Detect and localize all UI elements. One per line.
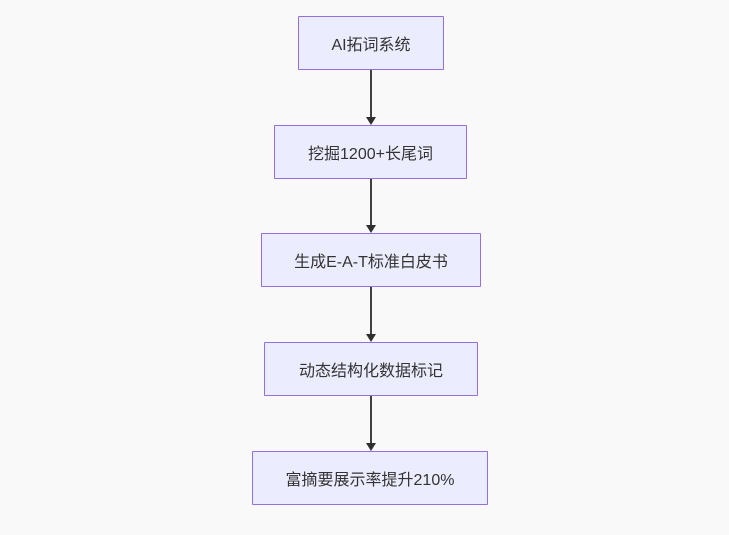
edge-n2-n3 xyxy=(366,179,376,233)
arrowhead-down-icon xyxy=(366,443,376,451)
arrowhead-down-icon xyxy=(366,117,376,125)
arrowhead-down-icon xyxy=(366,334,376,342)
node-label: 生成E-A-T标准白皮书 xyxy=(294,254,448,271)
node-label: 富摘要展示率提升210% xyxy=(285,472,455,489)
node-label: 挖掘1200+长尾词 xyxy=(308,146,433,163)
node-label: 动态结构化数据标记 xyxy=(298,363,443,380)
edge-line xyxy=(370,396,372,443)
edge-n4-n5 xyxy=(366,396,376,451)
flow-node-structured-data-markup: 动态结构化数据标记 xyxy=(264,342,478,396)
edge-line xyxy=(370,179,372,225)
flow-node-ai-word-system: AI拓词系统 xyxy=(298,16,444,70)
edge-n3-n4 xyxy=(366,287,376,342)
node-label: AI拓词系统 xyxy=(331,37,411,54)
flow-node-rich-snippet-result: 富摘要展示率提升210% xyxy=(252,451,488,505)
flow-node-longtail-keywords: 挖掘1200+长尾词 xyxy=(274,125,467,179)
arrowhead-down-icon xyxy=(366,225,376,233)
edge-line xyxy=(370,70,372,117)
edge-line xyxy=(370,287,372,334)
edge-n1-n2 xyxy=(366,70,376,125)
flow-node-eat-whitepaper: 生成E-A-T标准白皮书 xyxy=(261,233,481,287)
